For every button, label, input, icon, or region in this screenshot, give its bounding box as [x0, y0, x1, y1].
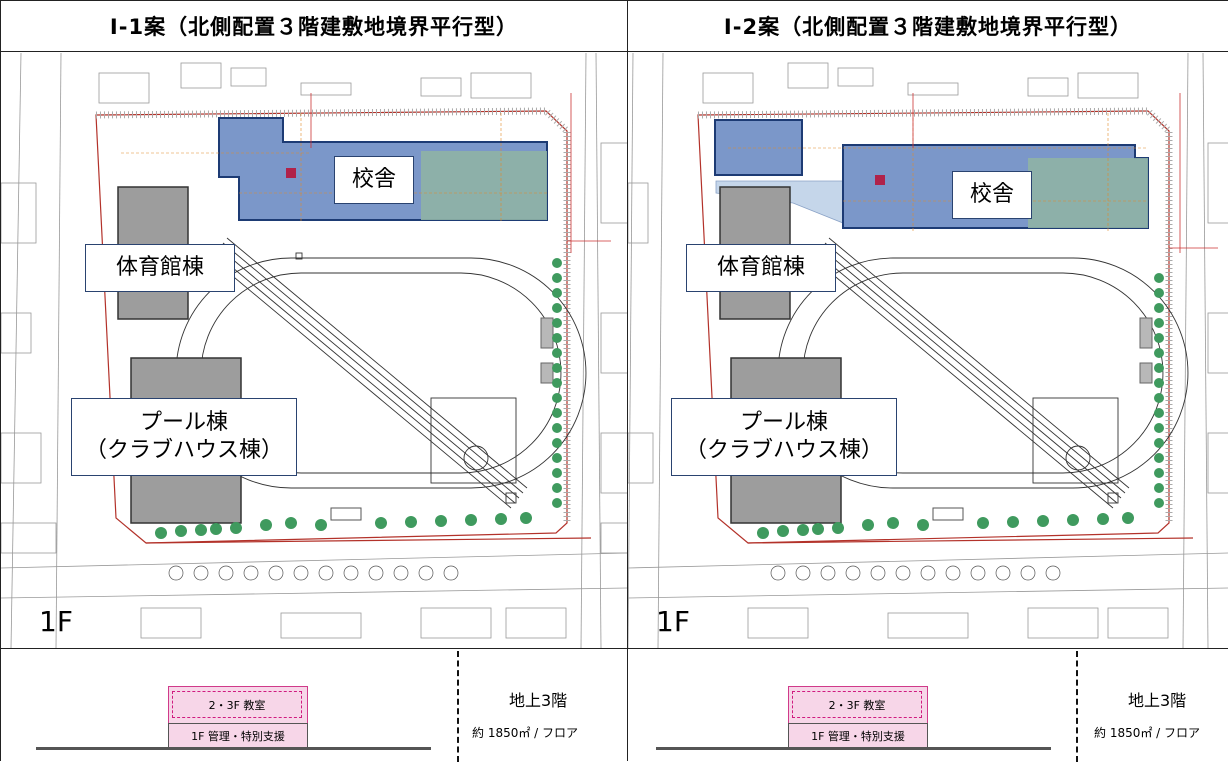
- floor-area: 約 1850㎡ / フロア: [1094, 726, 1201, 740]
- school-building-callout: 校舎: [952, 171, 1032, 219]
- section-summary: 2・3F 教室 1F 管理・特別支援 地上3階 約 1850㎡ / フロア: [1, 648, 627, 762]
- callout-text: 体育館棟: [716, 255, 805, 280]
- section-summary: 2・3F 教室 1F 管理・特別支援 地上3階 約 1850㎡ / フロア: [628, 648, 1228, 762]
- ground-line: [656, 747, 1051, 750]
- section-upper-label: 2・3F 教室: [792, 691, 922, 718]
- section-upper-floors: 2・3F 教室: [168, 686, 308, 724]
- plan-option-2: Ⅰ-2案（北側配置３階建敷地境界平行型）: [627, 0, 1228, 762]
- option-title: Ⅰ-2案（北側配置３階建敷地境界平行型）: [628, 0, 1228, 52]
- callout-text-line1: プール棟: [139, 410, 228, 435]
- site-plan-1f: 校舎 体育館棟 プール棟 （クラブハウス棟） 1F: [628, 53, 1228, 648]
- gym-building-callout: 体育館棟: [686, 244, 836, 292]
- pool-building-callout: プール棟 （クラブハウス棟）: [671, 398, 897, 476]
- dashed-divider: [1076, 651, 1078, 762]
- callout-text: 校舎: [351, 167, 396, 192]
- floor-area: 約 1850㎡ / フロア: [472, 726, 579, 740]
- section-lower-floor: 1F 管理・特別支援: [168, 723, 308, 749]
- section-upper-label: 2・3F 教室: [172, 691, 302, 718]
- callout-text-line2: （クラブハウス棟）: [684, 438, 883, 463]
- option-title: Ⅰ-1案（北側配置３階建敷地境界平行型）: [1, 0, 627, 52]
- gym-building-callout: 体育館棟: [85, 244, 235, 292]
- floor-label: 1F: [656, 605, 690, 638]
- floor-count: 地上3階: [509, 691, 568, 710]
- site-plan-drawing: [628, 53, 1228, 648]
- callout-text: 校舎: [969, 182, 1014, 207]
- callout-text: 体育館棟: [115, 255, 204, 280]
- ground-line: [36, 747, 431, 750]
- pool-building-callout: プール棟 （クラブハウス棟）: [71, 398, 297, 476]
- section-upper-floors: 2・3F 教室: [788, 686, 928, 724]
- floor-count: 地上3階: [1128, 691, 1187, 710]
- site-plan-1f: 校舎 体育館棟 プール棟 （クラブハウス棟） 1F: [1, 53, 627, 648]
- section-lower-floor: 1F 管理・特別支援: [788, 723, 928, 749]
- dashed-divider: [457, 651, 459, 762]
- callout-text-line1: プール棟: [739, 410, 828, 435]
- school-building-callout: 校舎: [334, 156, 414, 204]
- plan-option-1: Ⅰ-1案（北側配置３階建敷地境界平行型）: [0, 0, 627, 762]
- site-plan-drawing: [1, 53, 627, 648]
- callout-text-line2: （クラブハウス棟）: [84, 438, 283, 463]
- floor-label: 1F: [39, 605, 73, 638]
